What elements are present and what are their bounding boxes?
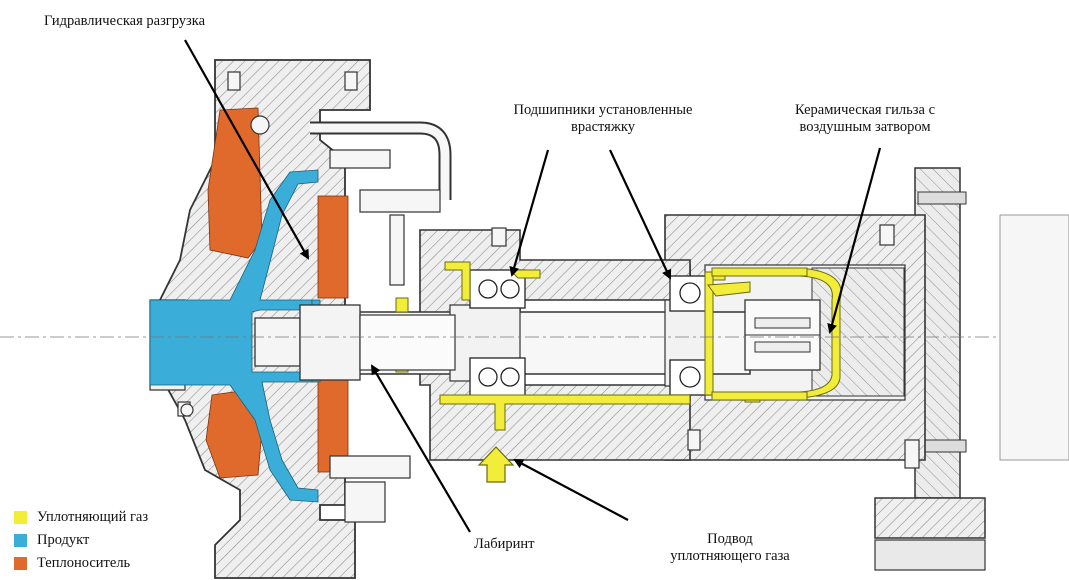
label-ceramic-line1: Керамическая гильза с bbox=[794, 102, 936, 118]
label-gas-supply: Подвод уплотняющего газа bbox=[640, 531, 820, 565]
label-ceramic-sleeve: Керамическая гильза с воздушным затвором bbox=[770, 102, 960, 136]
legend-swatch-sealing-gas bbox=[14, 511, 27, 524]
legend-item-heat-carrier: Теплоноситель bbox=[14, 552, 148, 575]
label-bearings-line1: Подшипники установленные bbox=[513, 102, 693, 118]
legend-item-product: Продукт bbox=[14, 529, 148, 552]
leader-lines bbox=[184, 39, 882, 533]
legend-label-sealing-gas: Уплотняющий газ bbox=[37, 509, 149, 525]
ceramic-sleeve bbox=[744, 299, 821, 371]
label-gas-supply-line1: Подвод bbox=[707, 531, 753, 547]
flush-pipe bbox=[310, 121, 452, 200]
gas-inlet-arrow-icon bbox=[477, 446, 515, 483]
label-bearings-line2: врастяжку bbox=[571, 119, 635, 135]
legend-label-heat-carrier: Теплоноситель bbox=[37, 555, 131, 571]
label-gas-supply-line2: уплотняющего газа bbox=[670, 548, 790, 564]
legend-swatch-product bbox=[14, 534, 27, 547]
impeller-hub bbox=[254, 304, 456, 381]
label-ceramic-line2: воздушным затвором bbox=[799, 119, 931, 135]
legend-label-product: Продукт bbox=[37, 532, 90, 548]
label-bearings: Подшипники установленные врастяжку bbox=[483, 102, 723, 136]
bolts-and-fittings bbox=[177, 71, 920, 523]
heat-carrier-jacket bbox=[205, 107, 349, 479]
legend: Уплотняющий газ Продукт Теплоноситель bbox=[14, 506, 148, 575]
legend-swatch-heat-carrier bbox=[14, 557, 27, 570]
label-hydraulic-unloading: Гидравлическая разгрузка bbox=[44, 13, 206, 29]
bearings bbox=[469, 269, 711, 397]
legend-item-sealing-gas: Уплотняющий газ bbox=[14, 506, 148, 529]
label-labyrinth: Лабиринт bbox=[474, 536, 535, 552]
